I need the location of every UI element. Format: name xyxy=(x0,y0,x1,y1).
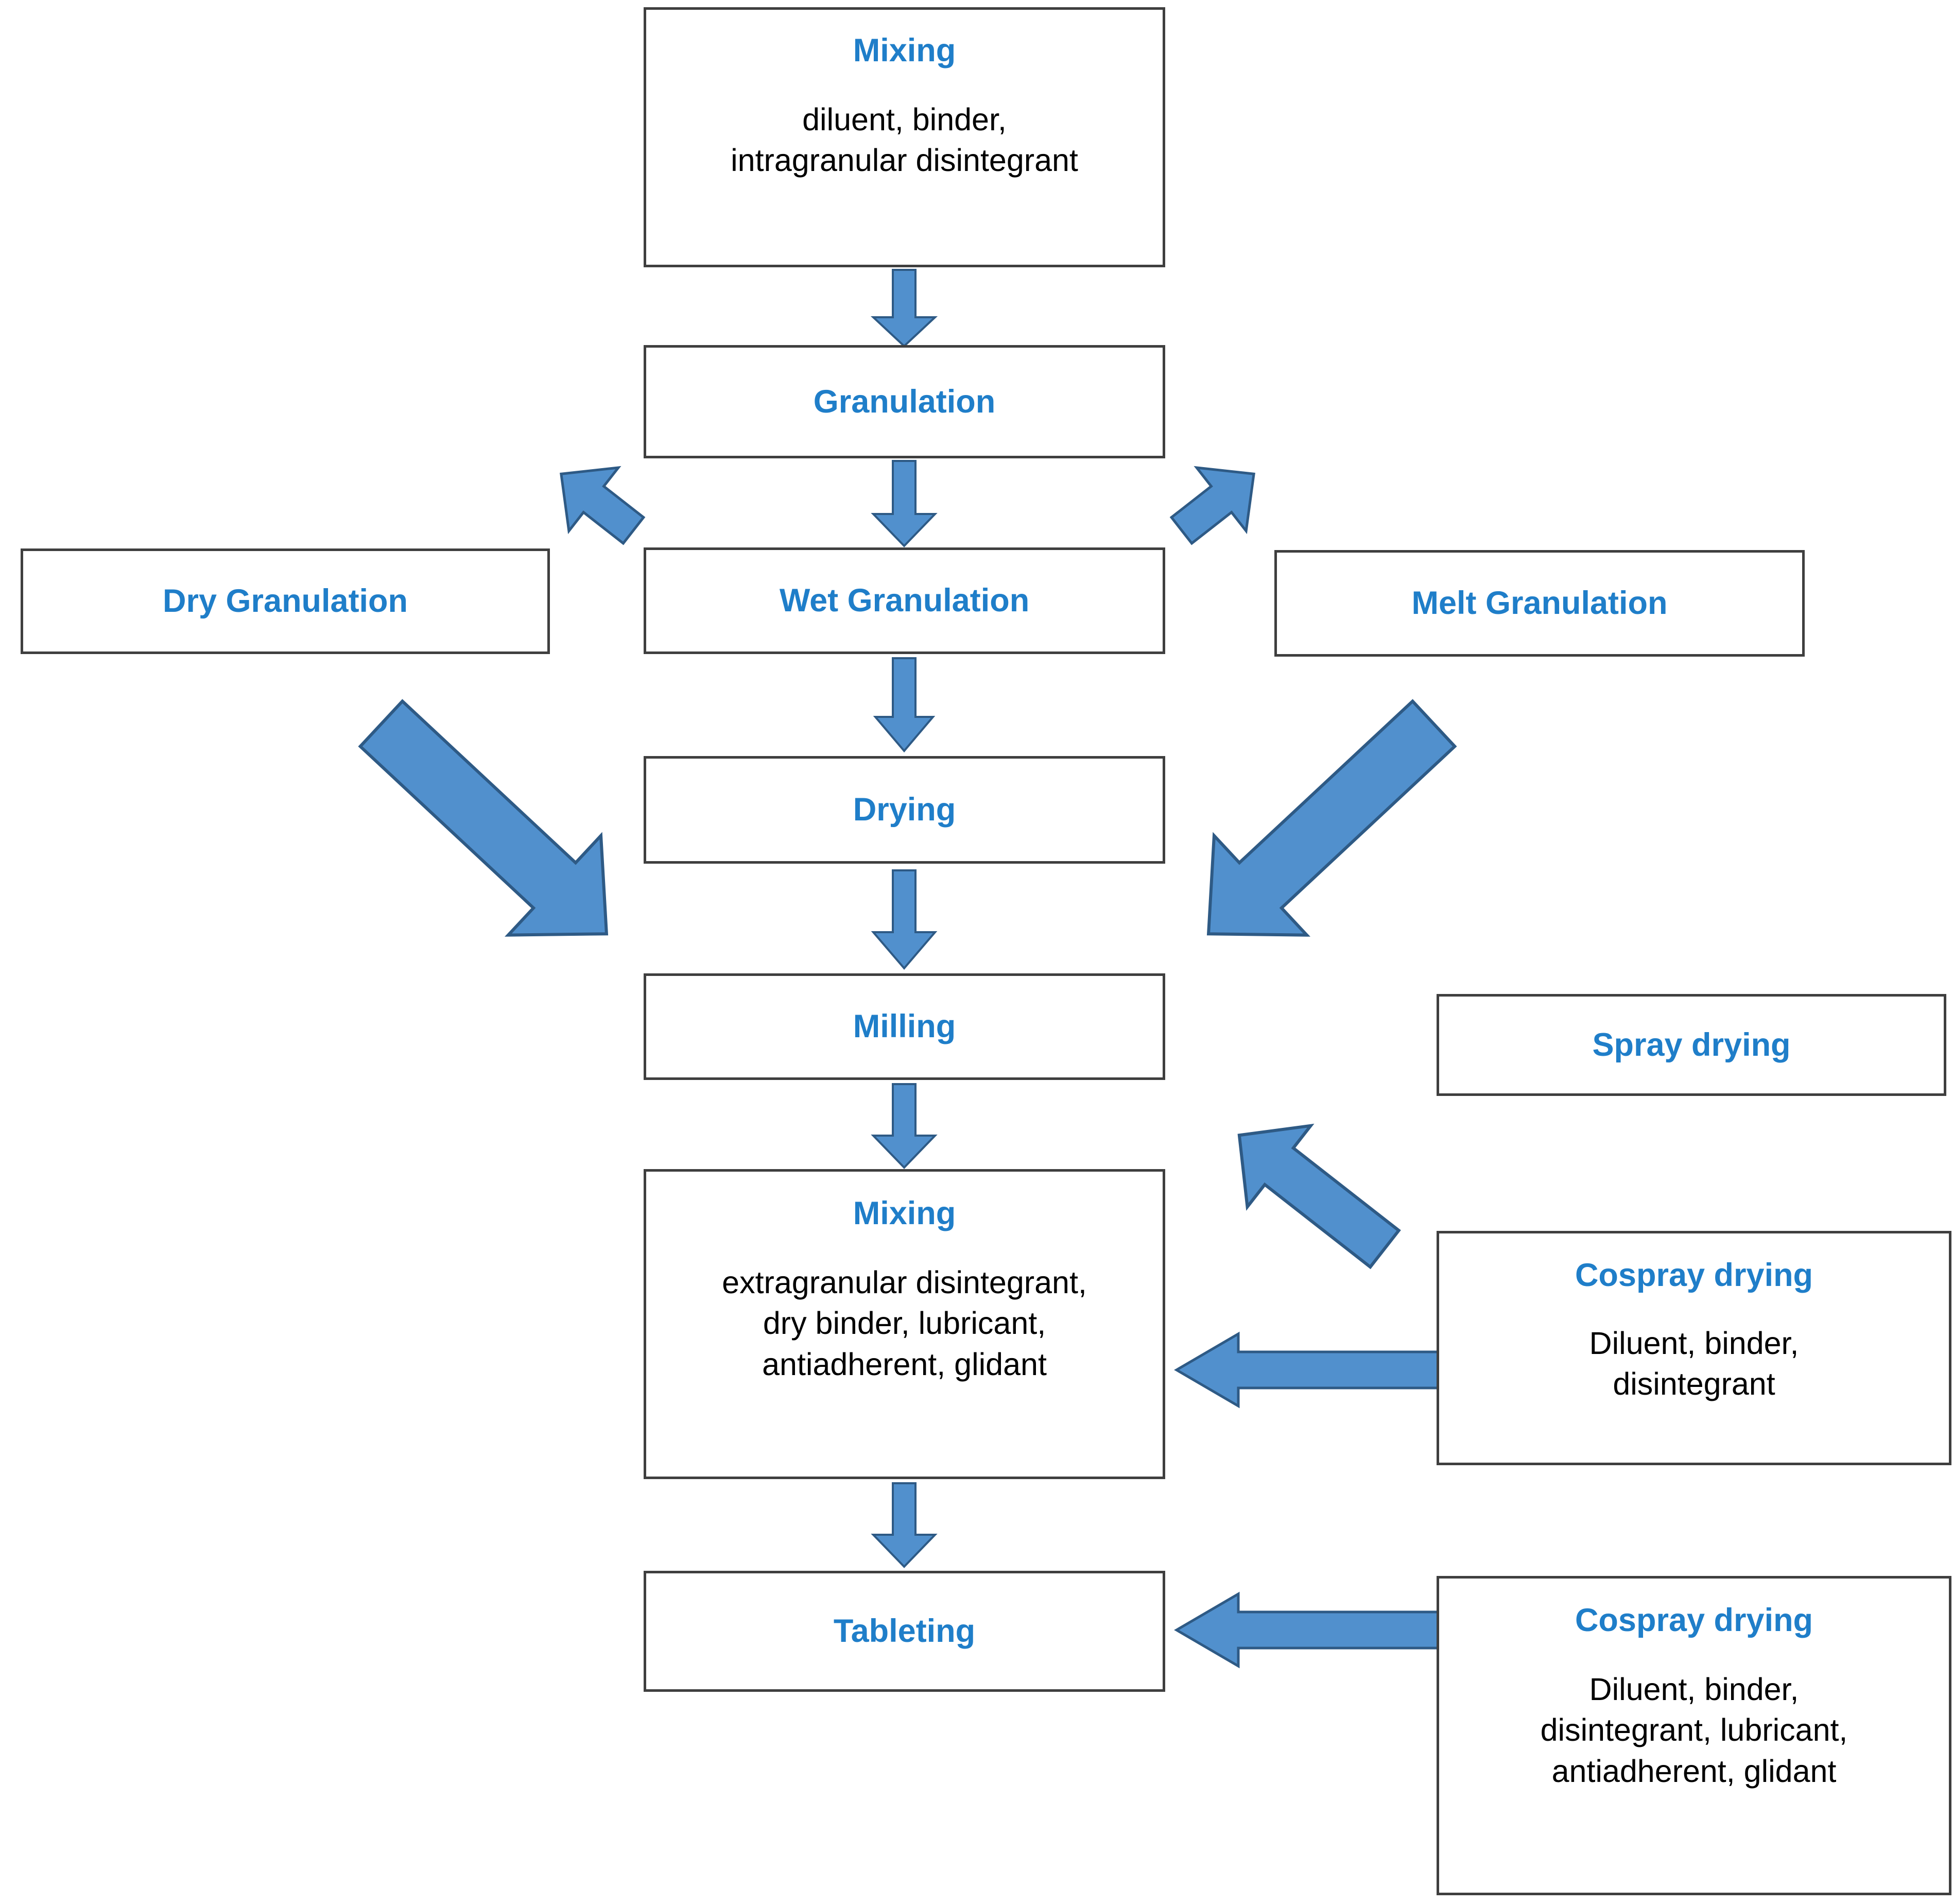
node-cospray-drying-2-body-line-1: Diluent, binder, xyxy=(1589,1672,1799,1707)
node-drying[interactable]: Drying xyxy=(644,756,1165,864)
node-dry-granulation[interactable]: Dry Granulation xyxy=(21,548,550,654)
node-mixing-2-body-line-1: extragranular disintegrant, xyxy=(722,1265,1087,1300)
node-cospray-drying-2-body-line-2: disintegrant, lubricant, xyxy=(1540,1712,1848,1748)
node-cospray-drying-1-body-line-1: Diluent, binder, xyxy=(1589,1326,1799,1361)
node-mixing-1-body-line-2: intragranular disintegrant xyxy=(731,143,1078,178)
node-melt-granulation[interactable]: Melt Granulation xyxy=(1274,550,1805,657)
arrow-granulation-to-wet-granulation xyxy=(871,460,938,547)
node-tableting-title: Tableting xyxy=(833,1613,976,1650)
arrow-mixing2-to-tableting xyxy=(871,1482,938,1568)
node-mixing-2-title: Mixing xyxy=(853,1195,956,1231)
node-mixing-1[interactable]: Mixing diluent, binder, intragranular di… xyxy=(644,7,1165,267)
node-cospray-drying-2-body-line-3: antiadherent, glidant xyxy=(1551,1753,1837,1789)
node-mixing-1-body-line-1: diluent, binder, xyxy=(802,102,1007,138)
node-mixing-2-body-line-3: antiadherent, glidant xyxy=(762,1346,1047,1382)
node-mixing-2[interactable]: Mixing extragranular disintegrant, dry b… xyxy=(644,1169,1165,1479)
arrow-cospray-drying2-to-tableting xyxy=(1174,1589,1441,1671)
arrow-granulation-to-dry-granulation xyxy=(520,453,675,551)
arrow-wet-granulation-to-drying xyxy=(873,657,936,753)
node-drying-title: Drying xyxy=(853,792,956,828)
node-dry-granulation-title: Dry Granulation xyxy=(162,583,408,620)
node-milling[interactable]: Milling xyxy=(644,973,1165,1080)
arrow-spray-drying-to-mixing2 xyxy=(1161,1082,1470,1308)
node-spray-drying-title: Spray drying xyxy=(1592,1026,1791,1063)
node-cospray-drying-2-title: Cospray drying xyxy=(1575,1602,1813,1638)
arrow-dry-granulation-to-milling xyxy=(330,670,659,989)
node-cospray-drying-2-body: Diluent, binder, disintegrant, lubricant… xyxy=(1541,1669,1848,1792)
node-mixing-1-body: diluent, binder, intragranular disintegr… xyxy=(731,99,1078,181)
node-granulation-title: Granulation xyxy=(813,383,996,420)
node-cospray-drying-1-body: Diluent, binder, disintegrant xyxy=(1589,1323,1799,1405)
arrow-melt-granulation-to-milling xyxy=(1156,670,1485,989)
node-milling-title: Milling xyxy=(853,1008,956,1045)
node-cospray-drying-1-body-line-2: disintegrant xyxy=(1613,1366,1775,1402)
node-melt-granulation-title: Melt Granulation xyxy=(1411,585,1668,622)
arrow-cospray-drying1-to-mixing2 xyxy=(1174,1329,1441,1411)
arrow-drying-to-milling xyxy=(871,869,938,970)
node-mixing-2-body: extragranular disintegrant, dry binder, … xyxy=(722,1262,1087,1385)
node-wet-granulation-title: Wet Granulation xyxy=(779,582,1030,619)
node-cospray-drying-1[interactable]: Cospray drying Diluent, binder, disinteg… xyxy=(1437,1231,1951,1465)
node-mixing-2-body-line-2: dry binder, lubricant, xyxy=(763,1306,1046,1341)
node-cospray-drying-1-title: Cospray drying xyxy=(1575,1257,1813,1293)
node-wet-granulation[interactable]: Wet Granulation xyxy=(644,547,1165,654)
node-granulation[interactable]: Granulation xyxy=(644,345,1165,458)
arrow-granulation-to-melt-granulation xyxy=(1140,453,1295,551)
node-spray-drying[interactable]: Spray drying xyxy=(1437,994,1946,1096)
arrow-milling-to-mixing2 xyxy=(871,1083,938,1169)
node-tableting[interactable]: Tableting xyxy=(644,1571,1165,1692)
node-mixing-1-title: Mixing xyxy=(853,32,956,68)
arrow-mixing1-to-granulation xyxy=(870,269,938,348)
node-cospray-drying-2[interactable]: Cospray drying Diluent, binder, disinteg… xyxy=(1437,1576,1951,1895)
